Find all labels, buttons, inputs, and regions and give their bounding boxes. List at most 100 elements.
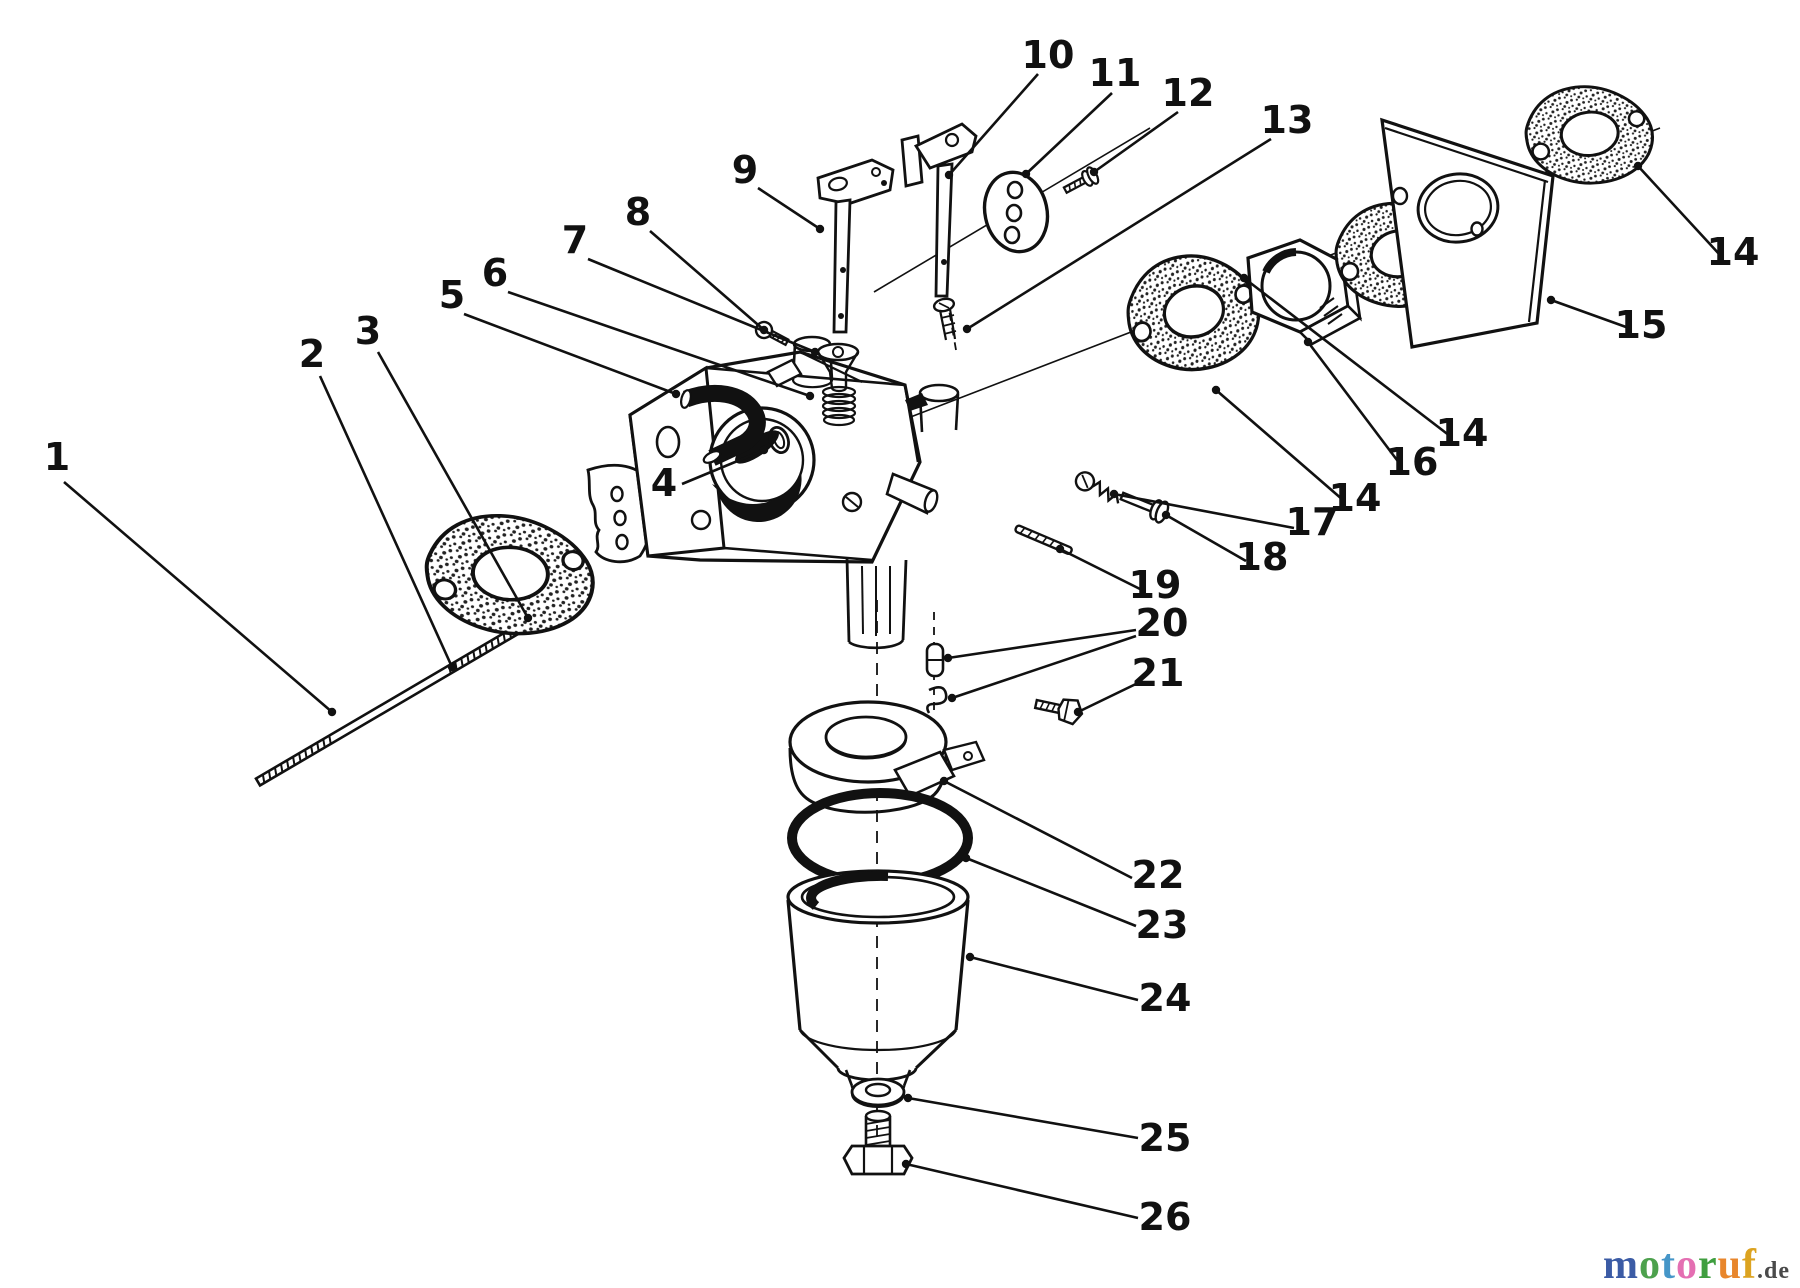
part-spring-screw <box>1074 471 1120 504</box>
leader-line-20 <box>947 628 1137 660</box>
leader-dot-15 <box>1546 295 1556 305</box>
part-callout-2-1: 2 <box>299 332 325 376</box>
leader-dot-22 <box>939 776 949 786</box>
leader-line-1 <box>63 481 333 713</box>
leader-dot-25 <box>903 1093 913 1103</box>
leader-line-15 <box>1550 298 1627 329</box>
leader-line-25 <box>907 1096 1139 1140</box>
leader-dot-11 <box>1021 169 1031 179</box>
part-callout-4-3: 4 <box>651 461 677 505</box>
leader-dot-9 <box>815 224 825 234</box>
part-callout-14-17: 14 <box>1329 476 1382 520</box>
part-callout-18-19: 18 <box>1236 535 1289 579</box>
part-mounting-stud <box>254 622 525 788</box>
part-callout-8-7: 8 <box>625 190 651 234</box>
part-carburetor-body <box>628 335 960 650</box>
part-heat-shield-plate <box>1380 117 1555 349</box>
leader-dot-5 <box>671 389 681 399</box>
part-inlet-needle <box>925 642 948 714</box>
leader-dot-19 <box>1055 544 1065 554</box>
leader-dot-26 <box>901 1159 911 1169</box>
part-throttle-shaft <box>900 122 978 298</box>
leader-line-21 <box>1077 680 1141 714</box>
leader-line-10 <box>948 73 1039 176</box>
leader-line-11 <box>1025 92 1113 175</box>
leader-line-7 <box>587 257 816 354</box>
part-callout-19-20: 19 <box>1129 563 1182 607</box>
leader-line-20 <box>951 634 1137 700</box>
leader-dot-16 <box>1303 337 1313 347</box>
watermark-letter: m <box>1602 1242 1639 1288</box>
leader-dot-1 <box>327 707 337 717</box>
watermark-letter: r <box>1697 1242 1718 1288</box>
watermark-brand-text: motoruf <box>1603 1242 1757 1288</box>
part-float <box>788 700 986 814</box>
watermark-letter: t <box>1660 1242 1676 1288</box>
part-callout-24-25: 24 <box>1139 976 1192 1020</box>
leader-line-24 <box>969 955 1139 1002</box>
part-choke-shaft <box>816 158 895 334</box>
part-gasket-carb <box>415 499 605 652</box>
leader-line-13 <box>966 137 1272 331</box>
watermark-letter: o <box>1638 1242 1661 1288</box>
leader-line-14 <box>1637 165 1721 256</box>
part-callout-1-0: 1 <box>44 435 70 479</box>
leader-line-17 <box>1113 492 1295 530</box>
watermark-logo: motoruf.de <box>1603 1244 1790 1286</box>
part-needle-seat <box>816 342 860 393</box>
leader-line-23 <box>965 856 1137 928</box>
leader-dot-8 <box>759 325 769 335</box>
part-callout-25-26: 25 <box>1139 1116 1192 1160</box>
leader-line-2 <box>318 375 454 668</box>
leader-line-18 <box>1165 513 1247 563</box>
part-callout-15-14: 15 <box>1615 303 1668 347</box>
leader-dot-24 <box>965 952 975 962</box>
leader-dot-14 <box>1633 161 1643 171</box>
part-gasket-inner <box>1116 242 1271 385</box>
part-callout-23-24: 23 <box>1136 903 1189 947</box>
watermark-suffix: .de <box>1757 1258 1790 1284</box>
part-callout-7-6: 7 <box>562 218 588 262</box>
part-drain-screw <box>1033 698 1084 726</box>
leader-line-5 <box>463 312 677 396</box>
part-callout-5-4: 5 <box>439 273 465 317</box>
leader-dot-7 <box>810 347 820 357</box>
leader-dot-23 <box>961 853 971 863</box>
leader-dot-20 <box>943 653 953 663</box>
part-fuel-bowl <box>786 869 970 1097</box>
part-o-ring <box>768 426 790 454</box>
part-callout-22-23: 22 <box>1132 853 1185 897</box>
leader-line-16 <box>1306 341 1402 465</box>
leader-dot-4 <box>759 445 769 455</box>
leader-dot-17 <box>1109 489 1119 499</box>
leader-dot-10 <box>944 170 954 180</box>
part-idle-screw <box>932 297 957 341</box>
leader-line-12 <box>1093 110 1179 174</box>
part-callout-13-12: 13 <box>1261 98 1314 142</box>
part-pivot-bolt <box>1119 491 1170 524</box>
part-plate-screw <box>1062 166 1100 195</box>
watermark-letter: u <box>1717 1242 1742 1288</box>
leader-dot-6 <box>805 391 815 401</box>
leader-dot-20 <box>947 693 957 703</box>
part-callout-10-9: 10 <box>1022 33 1075 77</box>
part-callout-3-2: 3 <box>355 309 381 353</box>
part-choke-plate <box>982 170 1050 254</box>
leader-line-8 <box>649 230 765 331</box>
leader-line-19 <box>1059 547 1141 591</box>
part-callout-14-13: 14 <box>1707 230 1760 274</box>
part-callout-20-21: 20 <box>1136 601 1189 645</box>
leader-dot-2 <box>447 662 457 672</box>
part-callout-6-5: 6 <box>482 251 508 295</box>
part-fuel-line <box>680 384 766 466</box>
leader-dot-14 <box>1239 273 1249 283</box>
leader-dot-3 <box>523 613 533 623</box>
leader-line-22 <box>943 779 1133 880</box>
leader-dot-18 <box>1161 510 1171 520</box>
leader-dot-14 <box>1211 385 1221 395</box>
leader-line-3 <box>376 351 530 619</box>
leader-line-14 <box>1215 389 1344 501</box>
